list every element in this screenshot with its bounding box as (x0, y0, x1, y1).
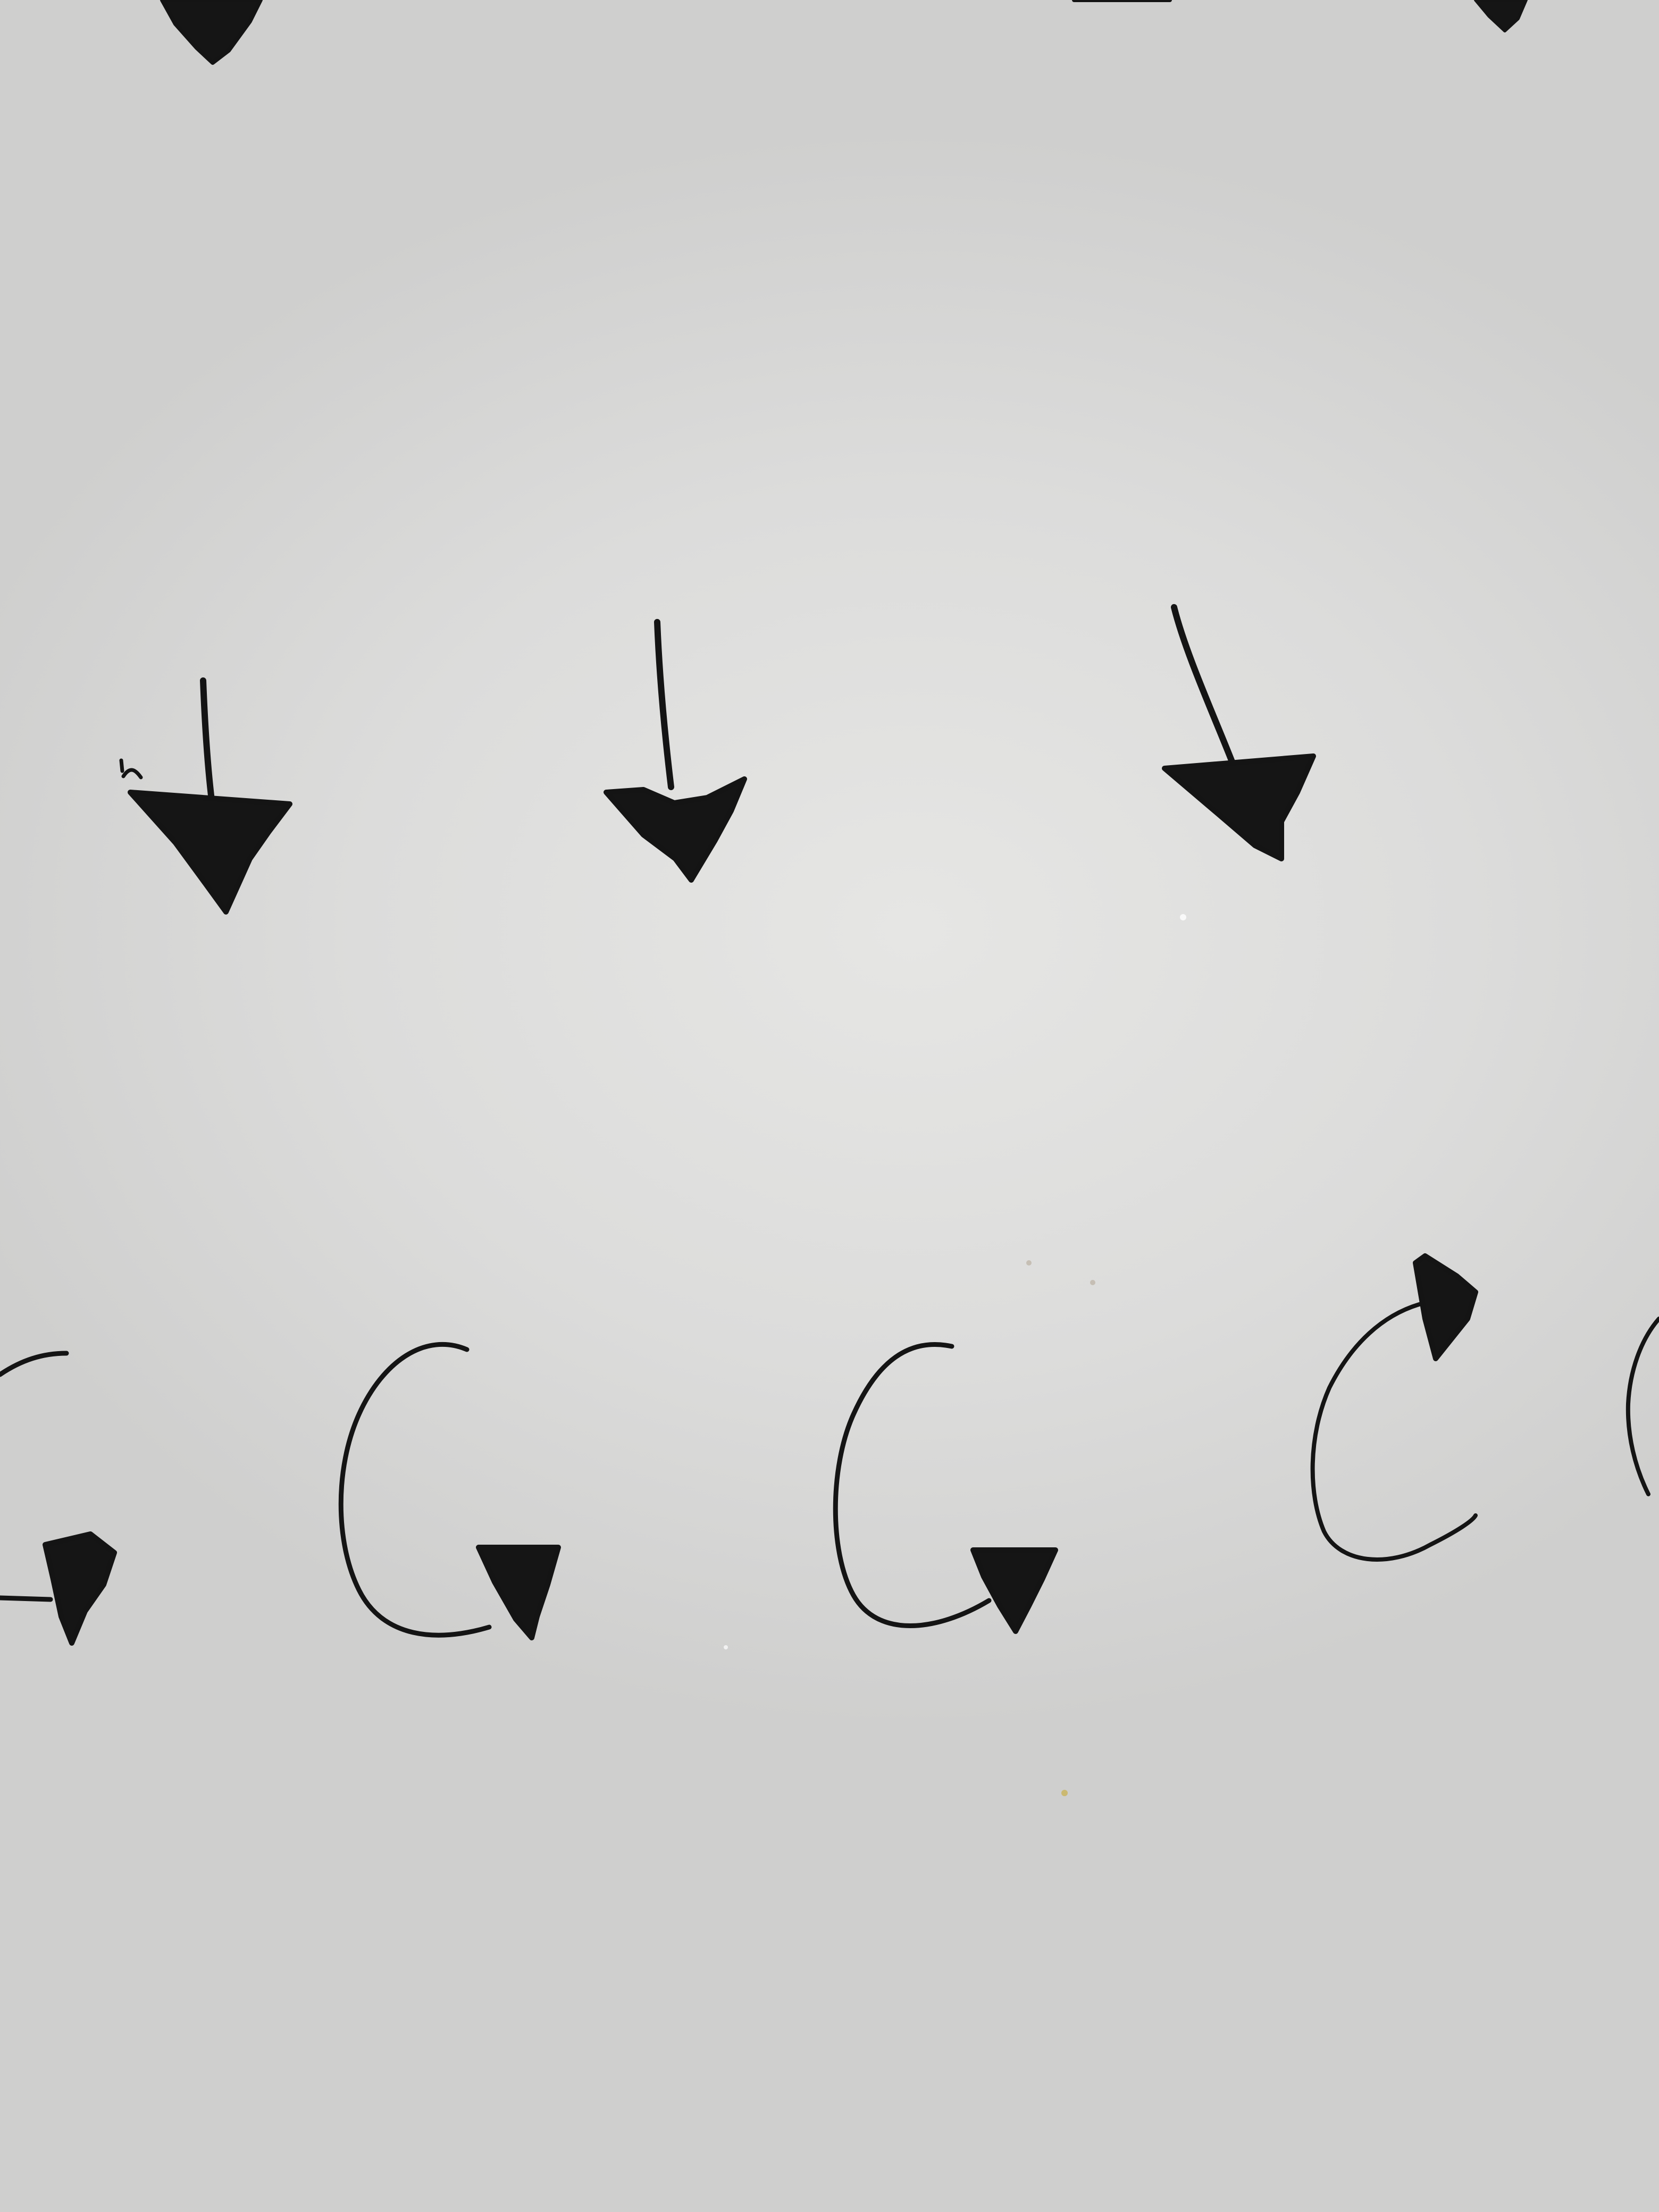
paper-specks (724, 914, 1186, 1796)
down-arrow-2 (604, 619, 747, 883)
down-arrow-1 (119, 677, 292, 915)
down-arrow-3 (1162, 604, 1316, 861)
top-arrowhead-right (1072, 0, 1528, 32)
curved-arrow-1 (0, 1351, 117, 1646)
curved-arrow-4 (1310, 1253, 1478, 1562)
top-arrowhead-left (160, 0, 263, 65)
curved-arrow-3 (833, 1342, 1058, 1634)
curved-arrow-2 (338, 1342, 561, 1640)
curved-arrow-5 (1626, 1317, 1659, 1496)
